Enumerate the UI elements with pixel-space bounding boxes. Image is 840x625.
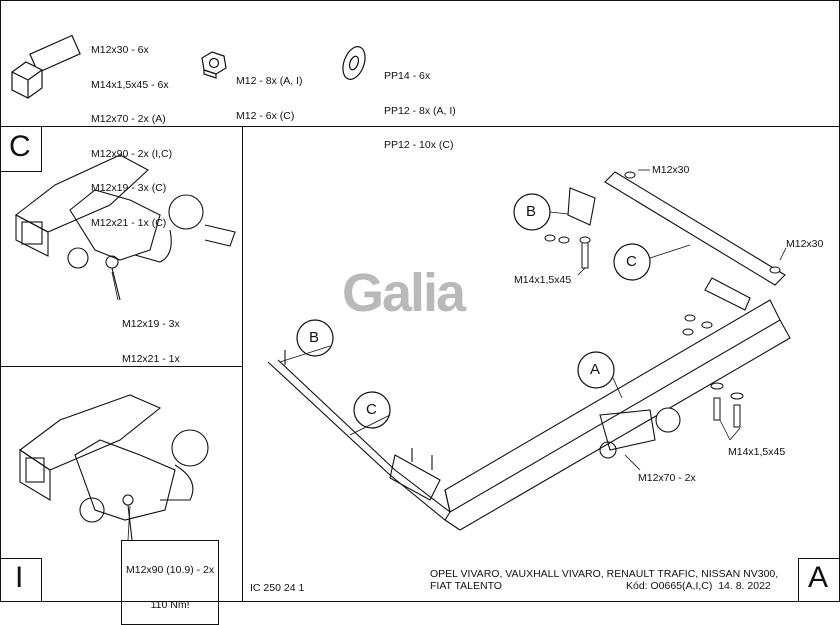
- label-m12x30-top: M12x30: [652, 164, 690, 176]
- bolt-item: M12x70 - 2x (A): [91, 113, 166, 125]
- panel-i-hitch-sketch: [19, 394, 209, 541]
- washer-list: PP14 - 6x PP12 - 8x (A, I) PP12 - 10x (C…: [384, 48, 456, 163]
- callout-c-left: C: [366, 401, 377, 418]
- nut-item: M12 - 8x (A, I): [236, 75, 303, 87]
- bolt-item: M12x21 - 1x (C): [91, 216, 167, 229]
- drawing-graphics: [11, 34, 791, 541]
- bolt-item: M12x90 - 2x (I,C): [91, 147, 173, 160]
- label-m12x30-right: M12x30: [786, 238, 824, 250]
- drawing-code: IC 250 24 1: [250, 582, 305, 594]
- panel-i-spec: M12x90 (10.9) - 2x 110 Nm!: [121, 540, 220, 625]
- nut-icon: [201, 51, 227, 79]
- panel-i-torque: 110 Nm!: [150, 598, 190, 611]
- callout-b-top: B: [526, 203, 537, 220]
- label-m12x70: M12x70 - 2x: [638, 472, 696, 484]
- callout-c-right: C: [626, 253, 637, 270]
- washer-icon: [342, 46, 366, 80]
- panel-c-letter: C: [9, 130, 31, 163]
- fastener-set-main: [544, 171, 781, 428]
- panel-divider-vertical: [242, 126, 243, 602]
- parts-legend-box: [0, 0, 840, 127]
- callout-circles: [296, 193, 651, 429]
- letter-box-c: [0, 126, 42, 172]
- panel-c-bolt: M12x19 - 3x: [122, 318, 180, 330]
- panel-i-bolts: M12x90 (10.9) - 2x: [126, 564, 215, 576]
- bolt-list: M12x30 - 6x M14x1,5x45 - 6x M12x70 - 2x …: [91, 22, 172, 241]
- panel-a-letter: A: [808, 561, 829, 594]
- panel-i-letter: I: [15, 561, 24, 594]
- nut-item: M12 - 6x (C): [236, 109, 295, 122]
- label-m14-left: M14x1,5x45: [514, 274, 572, 286]
- washer-item: PP14 - 6x: [384, 70, 431, 82]
- panel-divider-horizontal: [0, 366, 243, 367]
- washer-item: PP12 - 8x (A, I): [384, 104, 456, 117]
- galia-logo: Galia: [342, 263, 466, 323]
- bolt-item: M12x30 - 6x: [91, 44, 149, 56]
- panel-c-bolt: M12x21 - 1x: [122, 352, 180, 365]
- panel-c-bolts: M12x19 - 3x M12x21 - 1x: [122, 296, 180, 377]
- leader-lines: [111, 169, 787, 541]
- kod-date: Kód: O0665(A,I,C) 14. 8. 2022: [626, 580, 771, 592]
- callout-a: A: [590, 361, 601, 378]
- bolt-icon: [11, 34, 81, 99]
- bolt-item: M12x19 - 3x (C): [91, 182, 167, 194]
- main-assembly-sketch: [267, 171, 791, 531]
- callout-b-left: B: [309, 329, 320, 346]
- panel-c-hitch-sketch: [14, 154, 236, 301]
- vehicles-line1: OPEL VIVARO, VAUXHALL VIVARO, RENAULT TR…: [430, 568, 779, 580]
- label-m14-right: M14x1,5x45: [728, 446, 786, 458]
- vehicles-line2: FIAT TALENTO: [430, 580, 502, 592]
- washer-item: PP12 - 10x (C): [384, 139, 454, 151]
- nut-list: M12 - 8x (A, I) M12 - 6x (C): [236, 53, 303, 134]
- bolt-item: M14x1,5x45 - 6x: [91, 78, 169, 91]
